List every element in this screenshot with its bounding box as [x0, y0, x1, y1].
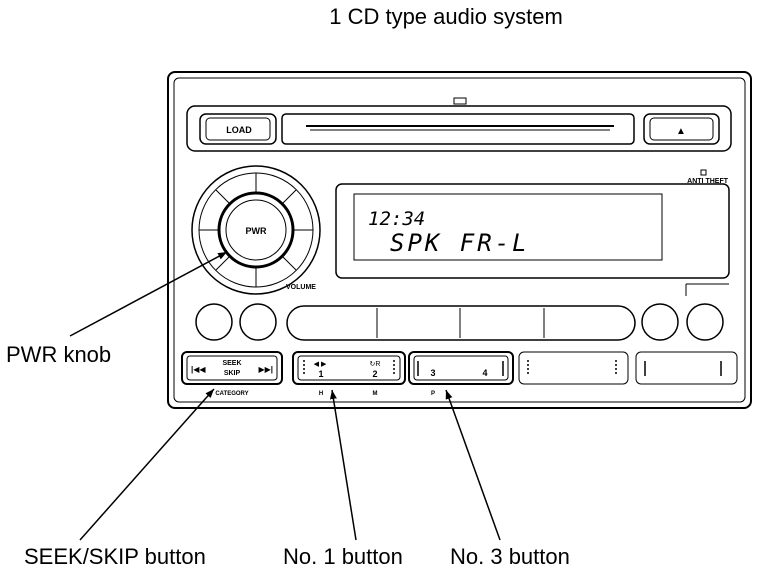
round-button-left-1[interactable] — [195, 303, 233, 341]
skip-label: SKIP — [224, 370, 241, 377]
preset-3-label: 3 — [430, 368, 435, 378]
seek-skip-arrow — [79, 388, 215, 541]
disc-indicator-led — [453, 97, 467, 105]
repeat-shuffle-icon: ◀ ▶ — [314, 361, 327, 368]
eject-icon: ▲ — [676, 126, 686, 137]
mode-button-3[interactable] — [461, 307, 543, 339]
mode-button-4[interactable] — [545, 307, 634, 339]
mode-button-2[interactable] — [378, 307, 459, 339]
program-sub-label: P — [431, 391, 435, 397]
load-button-label: LOAD — [226, 125, 252, 135]
preset-2-label: 2 — [372, 369, 377, 379]
no3-button-arrow — [445, 389, 501, 541]
no1-button-callout: No. 1 button — [283, 544, 403, 569]
skip-forward-icon: ▶▶| — [258, 365, 273, 374]
round-button-right-1[interactable] — [641, 303, 679, 341]
seek-label: SEEK — [222, 360, 241, 367]
cd-tray-strip — [186, 105, 732, 152]
preset-button-3-4[interactable]: 3 4 — [408, 351, 514, 385]
mode-button-bar — [286, 305, 636, 341]
minute-sub-label: M — [373, 391, 378, 397]
cd-slot — [281, 113, 635, 145]
diagram-title: 1 CD type audio system — [329, 4, 563, 29]
mode-button-1[interactable] — [288, 307, 376, 339]
eject-button[interactable]: ▲ — [643, 113, 720, 145]
seek-skip-button[interactable]: |◀◀ SEEK SKIP ▶▶| — [181, 351, 283, 385]
no3-button-callout: No. 3 button — [450, 544, 570, 569]
random-icon: ↻R — [370, 361, 381, 368]
volume-label: VOLUME — [286, 284, 316, 291]
lcd-display: 12:34 SPK FR-L — [335, 183, 730, 296]
preset-1-label: 1 — [318, 369, 323, 379]
hour-sub-label: H — [319, 391, 323, 397]
preset-button-right[interactable] — [635, 351, 738, 385]
pwr-knob-arrow — [69, 251, 228, 337]
no1-button-arrow — [329, 389, 357, 541]
anti-theft-label: ANTI THEFT — [687, 178, 729, 185]
pwr-knob-callout: PWR knob — [6, 342, 111, 367]
category-label: CATEGORY — [215, 391, 248, 397]
head-unit-body — [167, 71, 752, 409]
load-button[interactable]: LOAD — [199, 113, 277, 145]
head-unit-inner-bezel — [173, 77, 746, 403]
seek-skip-callout: SEEK/SKIP button — [24, 544, 206, 569]
skip-back-icon: |◀◀ — [191, 365, 206, 374]
preset-button-5-6[interactable] — [518, 351, 629, 385]
pwr-volume-knob[interactable]: PWR — [191, 165, 321, 295]
round-button-right-2[interactable] — [686, 303, 724, 341]
preset-4-label: 4 — [482, 368, 487, 378]
anti-theft-led — [700, 169, 707, 176]
preset-button-1-2[interactable]: ◀ ▶ ↻R 1 2 — [292, 351, 406, 385]
lcd-message: SPK FR-L — [390, 229, 530, 257]
pwr-knob-label: PWR — [246, 226, 267, 236]
lcd-time: 12:34 — [368, 208, 425, 230]
round-button-left-2[interactable] — [239, 303, 277, 341]
